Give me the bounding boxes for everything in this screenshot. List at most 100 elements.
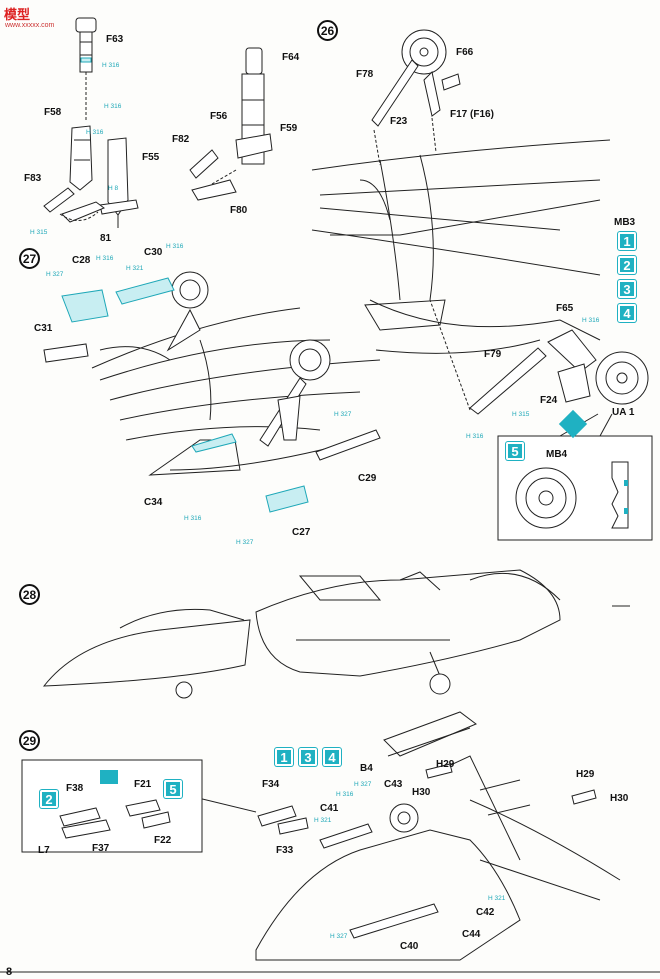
paint-label-h321-c: H 321 bbox=[488, 895, 506, 902]
part-label-f23: F23 bbox=[390, 116, 408, 127]
step-number-27: 27 bbox=[19, 248, 40, 269]
paint-label-h321: H 321 bbox=[126, 265, 144, 272]
part-label-f17: F17 (F16) bbox=[450, 109, 494, 120]
part-label-c34: C34 bbox=[144, 497, 163, 508]
part-label-f58: F58 bbox=[44, 107, 62, 118]
part-label-c30: C30 bbox=[144, 247, 163, 258]
part-f22 bbox=[141, 811, 171, 829]
gear-door-f80 bbox=[191, 169, 237, 201]
part-c31 bbox=[43, 343, 89, 363]
gear-part-f55 bbox=[99, 137, 139, 228]
part-c28 bbox=[61, 289, 109, 323]
part-f38 bbox=[59, 807, 101, 827]
part-label-f63: F63 bbox=[106, 34, 124, 45]
part-label-h30-b: H30 bbox=[610, 793, 629, 804]
part-label-ua1: UA 1 bbox=[612, 407, 635, 418]
paint-label-h316-f: H 316 bbox=[96, 255, 114, 262]
paint-label-h8: H 8 bbox=[108, 185, 119, 192]
part-c40 bbox=[349, 903, 439, 939]
paint-label-h316-i: H 316 bbox=[336, 791, 354, 798]
part-label-c28: C28 bbox=[72, 255, 91, 266]
fuselage-26 bbox=[311, 139, 611, 354]
step-number-26: 26 bbox=[317, 20, 338, 41]
paint-label-h316-h: H 316 bbox=[184, 515, 202, 522]
part-label-b4: B4 bbox=[360, 763, 373, 774]
part-label-c29: C29 bbox=[358, 473, 377, 484]
part-c34-cyan bbox=[191, 433, 237, 453]
paint-label-h327-c: H 327 bbox=[236, 539, 254, 546]
part-label-f80: F80 bbox=[230, 205, 248, 216]
gear-leg-f58 bbox=[69, 125, 93, 191]
part-c41 bbox=[319, 823, 373, 849]
part-label-f56: F56 bbox=[210, 111, 228, 122]
page-number: 8 bbox=[6, 966, 13, 978]
watermark-url: www.xxxxx.com bbox=[5, 22, 55, 29]
part-f37 bbox=[61, 819, 111, 839]
paint-label-h327-e: H 327 bbox=[330, 933, 348, 940]
part-label-f64: F64 bbox=[282, 52, 300, 63]
color-box-2: 2 bbox=[618, 256, 636, 274]
part-label-f82: F82 bbox=[172, 134, 190, 145]
color-box-4-b: 4 bbox=[323, 748, 341, 766]
main-gear-27 bbox=[166, 271, 331, 447]
color-box-2-b: 2 bbox=[40, 790, 58, 808]
gear-door-f83 bbox=[43, 187, 106, 223]
arrow-icon-box bbox=[100, 770, 118, 784]
part-h29-h30-a bbox=[425, 763, 453, 779]
part-label-mb3: MB3 bbox=[614, 217, 636, 228]
color-box-5-b: 5 bbox=[164, 780, 182, 798]
paint-label-h316-c: H 316 bbox=[86, 129, 104, 136]
part-label-h29-a: H29 bbox=[436, 759, 455, 770]
nose-gear-26 bbox=[371, 29, 461, 166]
color-box-5: 5 bbox=[506, 442, 524, 460]
part-label-f38: F38 bbox=[66, 783, 84, 794]
part-h29-h30 bbox=[571, 789, 597, 805]
step-number-29: 29 bbox=[19, 730, 40, 751]
part-label-f65: F65 bbox=[556, 303, 574, 314]
part-label-h30-a: H30 bbox=[412, 787, 431, 798]
part-label-f79: F79 bbox=[484, 349, 502, 360]
paint-label-h315: H 315 bbox=[30, 229, 48, 236]
paint-label-h316: H 316 bbox=[102, 62, 120, 69]
part-c29 bbox=[315, 429, 381, 461]
part-label-c27: C27 bbox=[292, 527, 311, 538]
part-label-f22: F22 bbox=[154, 835, 172, 846]
gear-part-f82 bbox=[189, 149, 219, 179]
paint-label-h316-d: H 316 bbox=[582, 317, 600, 324]
part-label-f78: F78 bbox=[356, 69, 374, 80]
color-box-1: 1 bbox=[618, 232, 636, 250]
part-c30 bbox=[115, 277, 175, 305]
part-label-f83: F83 bbox=[24, 173, 42, 184]
part-label-f37: F37 bbox=[92, 843, 110, 854]
part-label-f33: F33 bbox=[276, 845, 294, 856]
part-label-f34: F34 bbox=[262, 779, 280, 790]
color-box-3-b: 3 bbox=[299, 748, 317, 766]
part-label-f21: F21 bbox=[134, 779, 152, 790]
part-label-c43: C43 bbox=[384, 779, 403, 790]
watermark-logo: 模型 bbox=[4, 7, 31, 22]
paint-label-h321-b: H 321 bbox=[314, 817, 332, 824]
color-box-3: 3 bbox=[618, 280, 636, 298]
paint-label-h327-d: H 327 bbox=[354, 781, 372, 788]
paint-label-h327-b: H 327 bbox=[334, 411, 352, 418]
part-f33 bbox=[277, 817, 309, 835]
part-label-f59: F59 bbox=[280, 123, 298, 134]
paint-label-h315-b: H 315 bbox=[512, 411, 530, 418]
part-label-c40: C40 bbox=[400, 941, 419, 952]
paint-label-h316-e: H 316 bbox=[466, 433, 484, 440]
color-box-1-b: 1 bbox=[275, 748, 293, 766]
part-label-h29-b: H29 bbox=[576, 769, 595, 780]
aircraft-28 bbox=[42, 569, 630, 699]
paint-label-h316-b: H 316 bbox=[104, 103, 122, 110]
part-c27 bbox=[265, 485, 309, 513]
part-label-f55: F55 bbox=[142, 152, 160, 163]
part-label-f24: F24 bbox=[540, 395, 558, 406]
gear-leg-f63 bbox=[75, 17, 97, 120]
paint-label-h316-g: H 316 bbox=[166, 243, 184, 250]
part-label-c42: C42 bbox=[476, 907, 495, 918]
part-label-c44: C44 bbox=[462, 929, 481, 940]
part-label-mb4: MB4 bbox=[546, 449, 568, 460]
fuselage-29 bbox=[189, 711, 621, 961]
